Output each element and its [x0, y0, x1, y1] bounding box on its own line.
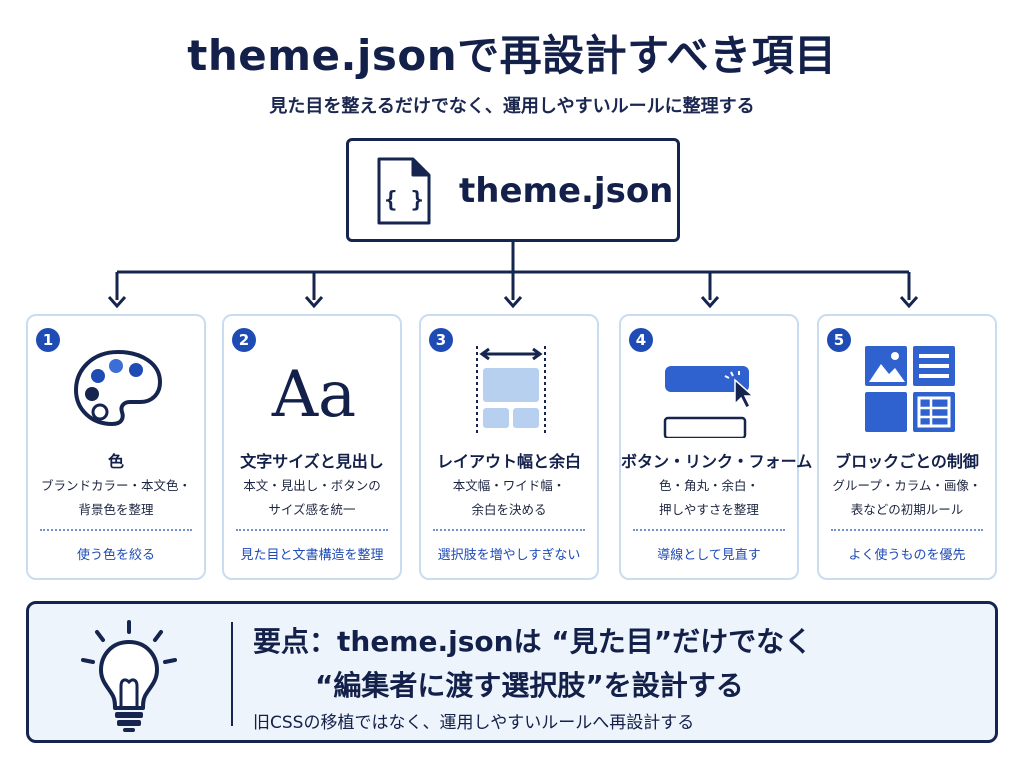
desc-line: 表などの初期ルール [850, 502, 964, 517]
desc-line: サイズ感を統一 [268, 502, 356, 517]
card-heading: ブロックごとの制御 [835, 452, 979, 471]
summary-line-1: 要点：theme.jsonは “見た目”だけでなく [253, 625, 813, 658]
summary-divider [231, 622, 233, 726]
card-note: 使う色を絞る [76, 548, 155, 563]
desc-line: ブランドカラー・本文色・ [40, 478, 191, 493]
card-number: 1 [36, 328, 60, 352]
card-heading: ボタン・リンク・フォーム [621, 452, 813, 471]
desc-line: 本文幅・ワイド幅・ [452, 478, 566, 493]
typography-glyph: Aa [271, 358, 356, 432]
page-subtitle: 見た目を整えるだけでなく、運用しやすいルールに整理する [269, 96, 755, 117]
card-description: 色・角丸・余白・ 押しやすさを整理 [625, 474, 793, 522]
divider [433, 529, 585, 531]
desc-line: 本文・見出し・ボタンの [243, 478, 381, 493]
card-typography: 2 Aa 文字サイズと見出し 本文・見出し・ボタンの サイズ感を統一 見た目と文… [222, 314, 402, 580]
json-file-icon: { } [377, 157, 431, 225]
card-layout: 3 レイアウト幅と余白 本文幅・ワイド幅・ 余白を決める 選択肢を増やしすぎない [419, 314, 599, 580]
desc-line: 押しやすさを整理 [659, 502, 759, 517]
card-note: 選択肢を増やしすぎない [437, 548, 581, 563]
button-click-icon [663, 366, 755, 438]
card-color: 1 色 ブランドカラー・本文色・ 背景色を整理 使う色を絞る [26, 314, 206, 580]
card-note: 見た目と文書構造を整理 [240, 548, 384, 563]
desc-line: 背景色を整理 [78, 502, 154, 517]
card-heading: 色 [107, 452, 124, 471]
svg-text:{ }: { } [384, 188, 424, 213]
card-description: グループ・カラム・画像・ 表などの初期ルール [823, 474, 991, 522]
summary-line-3: 旧CSSの移植ではなく、運用しやすいルールへ再設計する [253, 713, 695, 733]
card-blocks: 5 ブロックごとの制御 グループ・カラム・画像・ 表などの初期ルール よく使うも… [817, 314, 997, 580]
root-label: theme.json [459, 171, 674, 211]
card-description: 本文幅・ワイド幅・ 余白を決める [425, 474, 593, 522]
theme-json-root-box: { } theme.json [346, 138, 680, 242]
typography-icon: Aa [271, 358, 356, 432]
card-buttons: 4 ボタン・リンク・フォーム 色・角丸・余白・ 押しやすさを整理 導線として見直… [619, 314, 813, 580]
card-heading: レイアウト幅と余白 [436, 452, 581, 471]
summary-box: 要点：theme.jsonは “見た目”だけでなく “編集者に渡す選択肢”を設計… [26, 601, 998, 743]
card-description: ブランドカラー・本文色・ 背景色を整理 [32, 474, 200, 522]
page-title: theme.jsonで再設計すべき項目 [187, 31, 837, 80]
blocks-icon [865, 346, 955, 432]
card-number: 4 [629, 328, 653, 352]
card-number: 2 [232, 328, 256, 352]
lightbulb-icon [81, 620, 177, 732]
divider [40, 529, 192, 531]
card-note: よく使うものを優先 [848, 548, 966, 563]
palette-icon [74, 350, 162, 426]
card-heading: 文字サイズと見出し [240, 452, 384, 471]
layout-width-icon [476, 346, 546, 434]
divider [633, 529, 785, 531]
card-note: 導線として見直す [657, 548, 761, 563]
desc-line: 余白を決める [471, 502, 547, 517]
divider [236, 529, 388, 531]
card-number: 5 [827, 328, 851, 352]
desc-line: グループ・カラム・画像・ [832, 478, 982, 493]
divider [831, 529, 983, 531]
card-number: 3 [429, 328, 453, 352]
summary-line-2: “編集者に渡す選択肢”を設計する [315, 669, 744, 702]
desc-line: 色・角丸・余白・ [658, 478, 759, 493]
card-description: 本文・見出し・ボタンの サイズ感を統一 [228, 474, 396, 522]
